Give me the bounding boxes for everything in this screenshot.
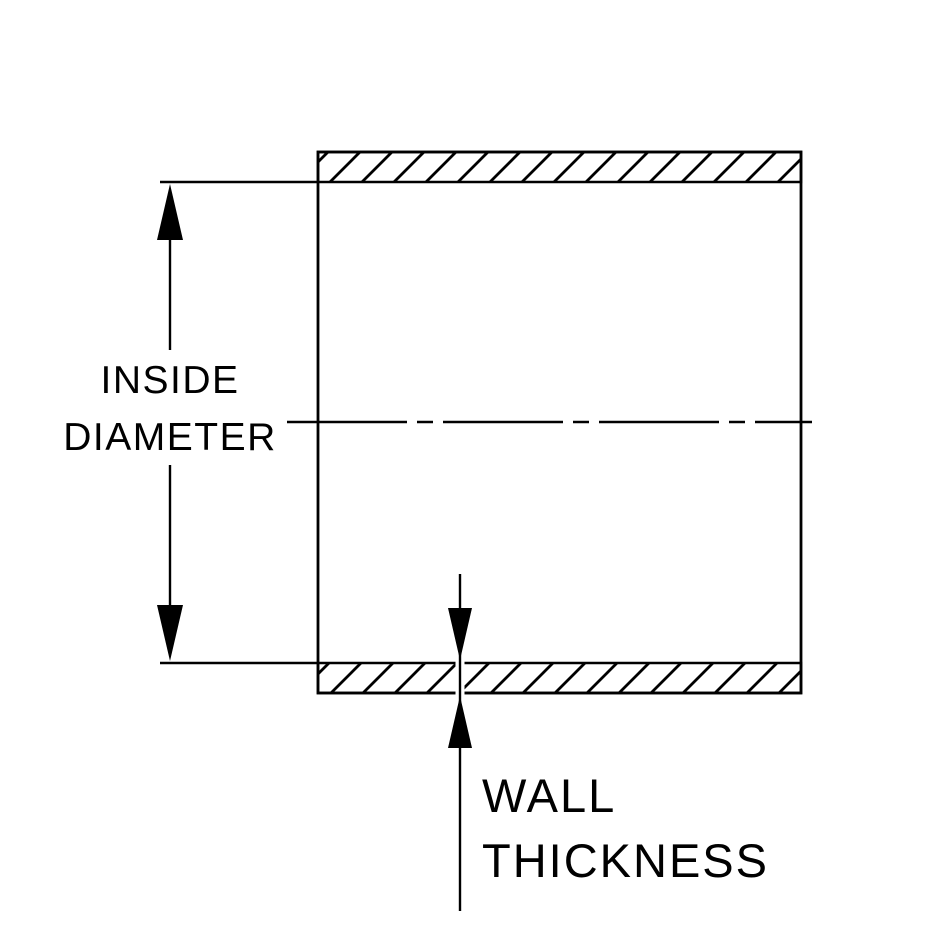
inside-diameter-dimension: INSIDE DIAMETER	[63, 180, 318, 665]
top-wall-hatch	[316, 150, 803, 184]
inside-diameter-label-line-2: DIAMETER	[63, 416, 277, 459]
arrow-down-icon	[448, 608, 472, 660]
arrow-up-icon	[448, 696, 472, 748]
inside-diameter-label-line-1: INSIDE	[100, 359, 239, 402]
wall-thickness-label-line-2: THICKNESS	[482, 834, 769, 887]
tube-body	[287, 150, 812, 695]
wall-thickness-label-line-1: WALL	[482, 769, 616, 822]
arrow-down-icon	[157, 605, 183, 661]
arrow-up-icon	[157, 184, 183, 240]
wall-thickness-dimension: WALL THICKNESS	[448, 574, 769, 911]
bottom-wall-hatch	[316, 661, 803, 695]
